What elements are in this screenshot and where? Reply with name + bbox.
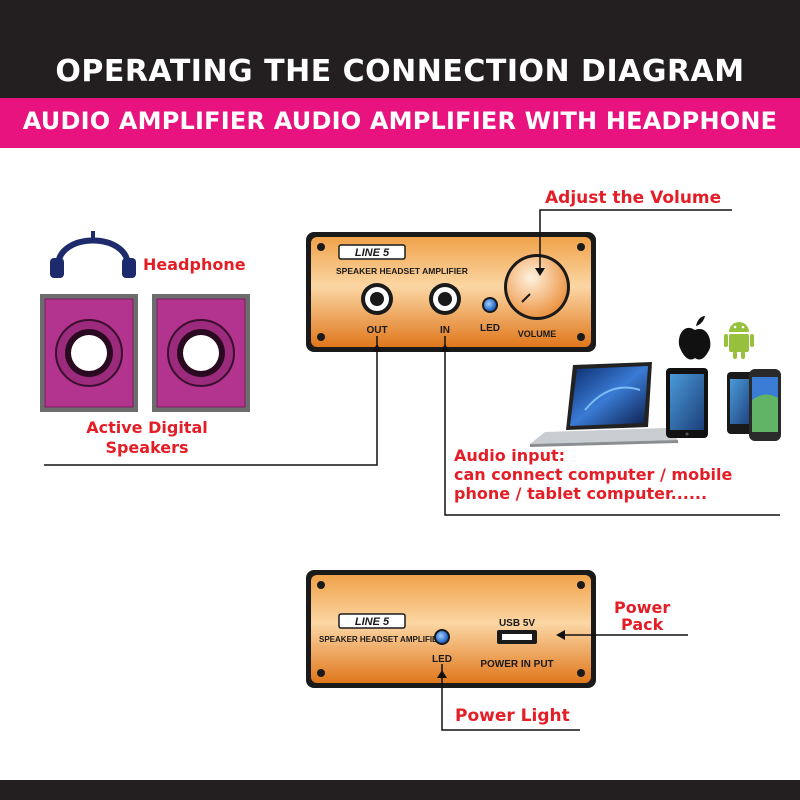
header-bar	[0, 0, 800, 98]
back-panel: LINE 5 SPEAKER HEADSET AMPLIFIER LED USB…	[306, 570, 596, 688]
android-logo-icon	[724, 322, 754, 359]
laptop-icon	[530, 362, 678, 447]
line5-logo	[338, 244, 406, 260]
usb-label: USB 5V	[499, 618, 535, 629]
power-pack-label: Power Pack	[614, 599, 670, 633]
audio-input-line-3: phone / tablet computer......	[454, 484, 708, 503]
in-label: IN	[440, 325, 450, 336]
volume-knob[interactable]	[504, 254, 570, 320]
connection-lines	[44, 209, 780, 516]
phone-icon	[749, 369, 781, 441]
subtitle-bar	[0, 98, 800, 148]
power-pack-line-2: Pack	[621, 615, 664, 634]
adjust-volume-label: Adjust the Volume	[545, 188, 722, 208]
speakers-label-line-1: Active Digital	[86, 418, 208, 437]
line5-logo	[338, 613, 406, 629]
power-input-label: POWER IN PUT	[480, 659, 553, 670]
apple-logo-icon	[678, 316, 711, 360]
back-logo-text: LINE 5	[355, 616, 390, 628]
front-panel: LINE 5 SPEAKER HEADSET AMPLIFIER OUT IN …	[306, 232, 596, 352]
speaker-icon	[40, 294, 138, 412]
headphone-label: Headphone	[143, 255, 246, 274]
out-label: OUT	[366, 325, 387, 336]
connection-lines	[437, 630, 688, 731]
headphone-icon	[50, 231, 136, 278]
phone-icon	[727, 372, 755, 434]
footer-bar	[0, 780, 800, 800]
in-jack[interactable]	[429, 283, 461, 315]
volume-label: VOLUME	[518, 329, 557, 339]
front-model-text: SPEAKER HEADSET AMPLIFIER	[336, 266, 468, 276]
speakers-label-line-2: Speakers	[105, 438, 189, 457]
audio-input-line-2: can connect computer / mobile	[454, 465, 733, 484]
power-light-label: Power Light	[455, 706, 570, 726]
back-led-label: LED	[432, 654, 452, 665]
speaker-icon	[152, 294, 250, 412]
front-logo-text: LINE 5	[355, 247, 390, 259]
page-title: OPERATING THE CONNECTION DIAGRAM	[55, 54, 745, 89]
speakers-label: Active Digital Speakers	[62, 418, 232, 458]
front-led-label: LED	[480, 323, 500, 334]
out-jack[interactable]	[361, 283, 393, 315]
tablet-icon	[666, 368, 708, 438]
power-pack-line-1: Power	[614, 598, 671, 617]
back-model-text: SPEAKER HEADSET AMPLIFIER	[319, 635, 443, 644]
page-subtitle: AUDIO AMPLIFIER AUDIO AMPLIFIER WITH HEA…	[22, 107, 778, 135]
audio-input-label: Audio input: can connect computer / mobi…	[454, 446, 732, 503]
usb-port[interactable]	[497, 630, 537, 644]
audio-input-line-1: Audio input:	[454, 446, 566, 465]
